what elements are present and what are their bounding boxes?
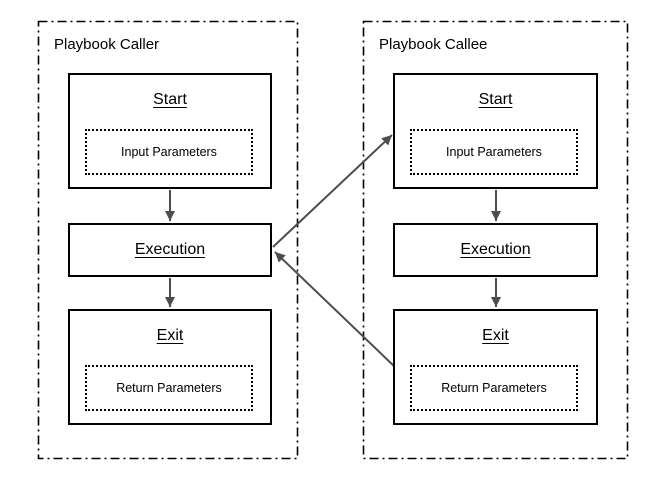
caller-execution-label: Execution xyxy=(134,241,206,258)
caller-start-node: Start Input Parameters xyxy=(68,73,272,189)
callee-start-label: Start xyxy=(478,91,513,108)
caller-container: Playbook Caller Start Input Parameters E… xyxy=(38,21,298,459)
caller-exit-node: Exit Return Parameters xyxy=(68,309,272,425)
callee-container: Playbook Callee Start Input Parameters E… xyxy=(363,21,628,459)
callee-return-parameters-box: Return Parameters xyxy=(410,365,578,411)
caller-execution-node: Execution xyxy=(68,223,272,277)
callee-title: Playbook Callee xyxy=(379,36,488,53)
callee-exit-node: Exit Return Parameters xyxy=(393,309,598,425)
callee-execution-node: Execution xyxy=(393,223,598,277)
caller-input-parameters-box: Input Parameters xyxy=(85,129,253,175)
callee-exit-label: Exit xyxy=(482,327,509,344)
caller-exit-label: Exit xyxy=(156,327,184,344)
callee-execution-label: Execution xyxy=(460,241,531,258)
callee-start-node: Start Input Parameters xyxy=(393,73,598,189)
caller-return-parameters-box: Return Parameters xyxy=(85,365,253,411)
callee-input-parameters-box: Input Parameters xyxy=(410,129,578,175)
caller-start-label: Start xyxy=(153,91,187,108)
caller-title: Playbook Caller xyxy=(54,36,160,53)
